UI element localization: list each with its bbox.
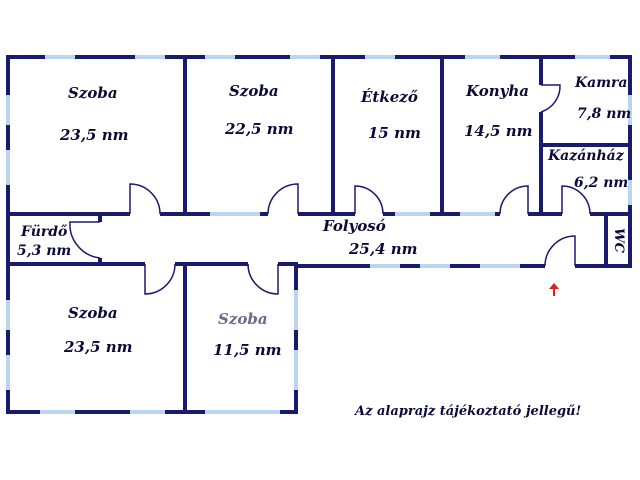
room-name-folyoso: Folyosó [323,217,386,235]
entrance-arrow-icon [549,283,559,296]
room-area-etkezo: 15 nm [368,124,421,142]
disclaimer-note: Az alaprajz tájékoztató jellegű! [355,404,582,419]
room-area-kazanhaz: 6,2 nm [574,175,629,191]
doors [69,84,591,295]
room-area-kamra: 7,8 nm [577,106,632,122]
room-name-szoba-2: Szoba [229,82,279,100]
room-area-furdo: 5,3 nm [17,243,72,259]
room-name-szoba-3: Szoba [68,304,118,322]
room-area-szoba-2: 22,5 nm [225,120,294,138]
room-area-szoba-1: 23,5 nm [60,126,129,144]
room-area-szoba-3: 23,5 nm [64,338,133,356]
room-name-szoba-4: Szoba [218,310,268,328]
door-gaps [97,85,590,269]
room-name-konyha: Konyha [466,82,529,100]
room-name-kamra: Kamra [575,75,628,91]
room-name-kazanhaz: Kazánház [548,148,624,164]
room-area-folyoso: 25,4 nm [349,240,418,258]
room-name-wc: WC [611,228,626,253]
windows [6,55,632,414]
room-name-szoba-1: Szoba [68,84,118,102]
room-area-konyha: 14,5 nm [464,122,533,140]
room-name-etkezo: Étkező [361,88,418,106]
room-name-furdo: Fürdő [21,224,68,240]
room-area-szoba-4: 11,5 nm [213,341,282,359]
